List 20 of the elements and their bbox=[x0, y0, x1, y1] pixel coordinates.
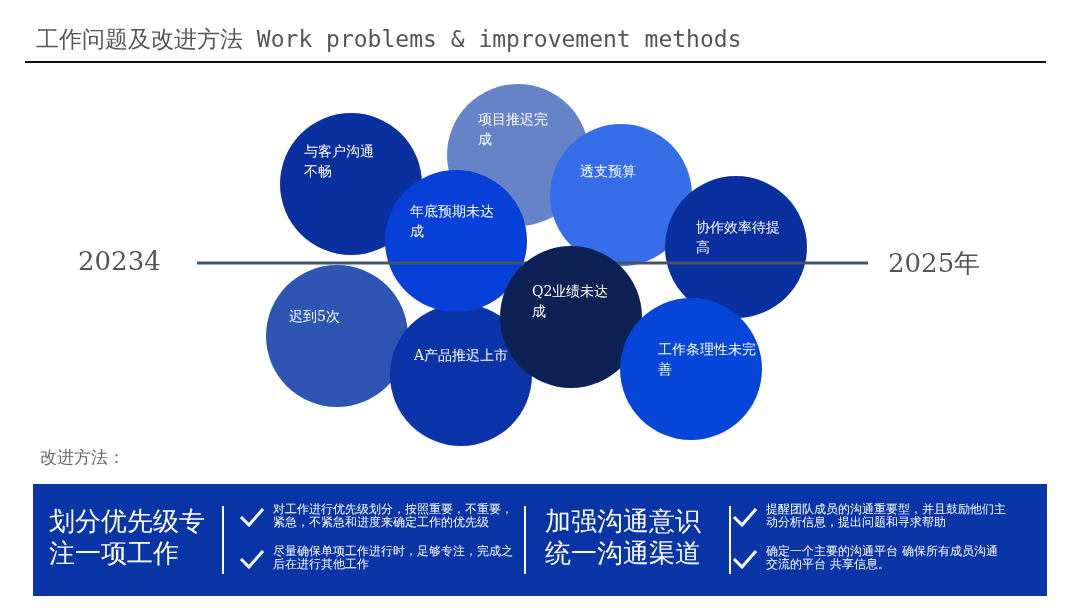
circle-label: 项目推迟完成 bbox=[478, 110, 549, 149]
circle-label: 透支预算 bbox=[580, 162, 637, 181]
year-label: 2025年 bbox=[888, 247, 981, 280]
circle-label: 年底预期未达成 bbox=[410, 202, 495, 241]
method-text: 对工作进行优先级划分，按照重要，不重要，紧急，不紧急和进度来确定工作的优先级 bbox=[273, 503, 513, 529]
method-text: 提醒团队成员的沟通重要型，并且鼓励他们主动分析信息，提出问题和寻求帮助 bbox=[766, 503, 1006, 529]
method-text: 尽量确保单项工作进行时，足够专注，完成之后在进行其他工作 bbox=[273, 545, 513, 571]
title: 工作问题及改进方法 Work problems & improvement methods bbox=[36, 25, 742, 54]
year-label: 20234 bbox=[78, 246, 161, 276]
method-heading: 划分优先级专注一项工作 bbox=[49, 505, 206, 569]
circle-label: 协作效率待提高 bbox=[696, 218, 781, 257]
method-band bbox=[33, 484, 1047, 596]
method-heading: 加强沟通意识统一沟通渠道 bbox=[545, 505, 702, 569]
circle-label: 迟到5次 bbox=[289, 307, 341, 326]
section-label: 改进方法： bbox=[40, 446, 125, 469]
circle-label: Q2业绩未达成 bbox=[532, 282, 610, 321]
circle-label: 与客户沟通不畅 bbox=[304, 142, 375, 181]
method-text: 确定一个主要的沟通平台 确保所有成员沟通交流的平台 共享信息。 bbox=[766, 545, 999, 571]
circle-label: A产品推迟上市 bbox=[414, 346, 509, 365]
circle-label: 工作条理性未完善 bbox=[658, 340, 757, 379]
